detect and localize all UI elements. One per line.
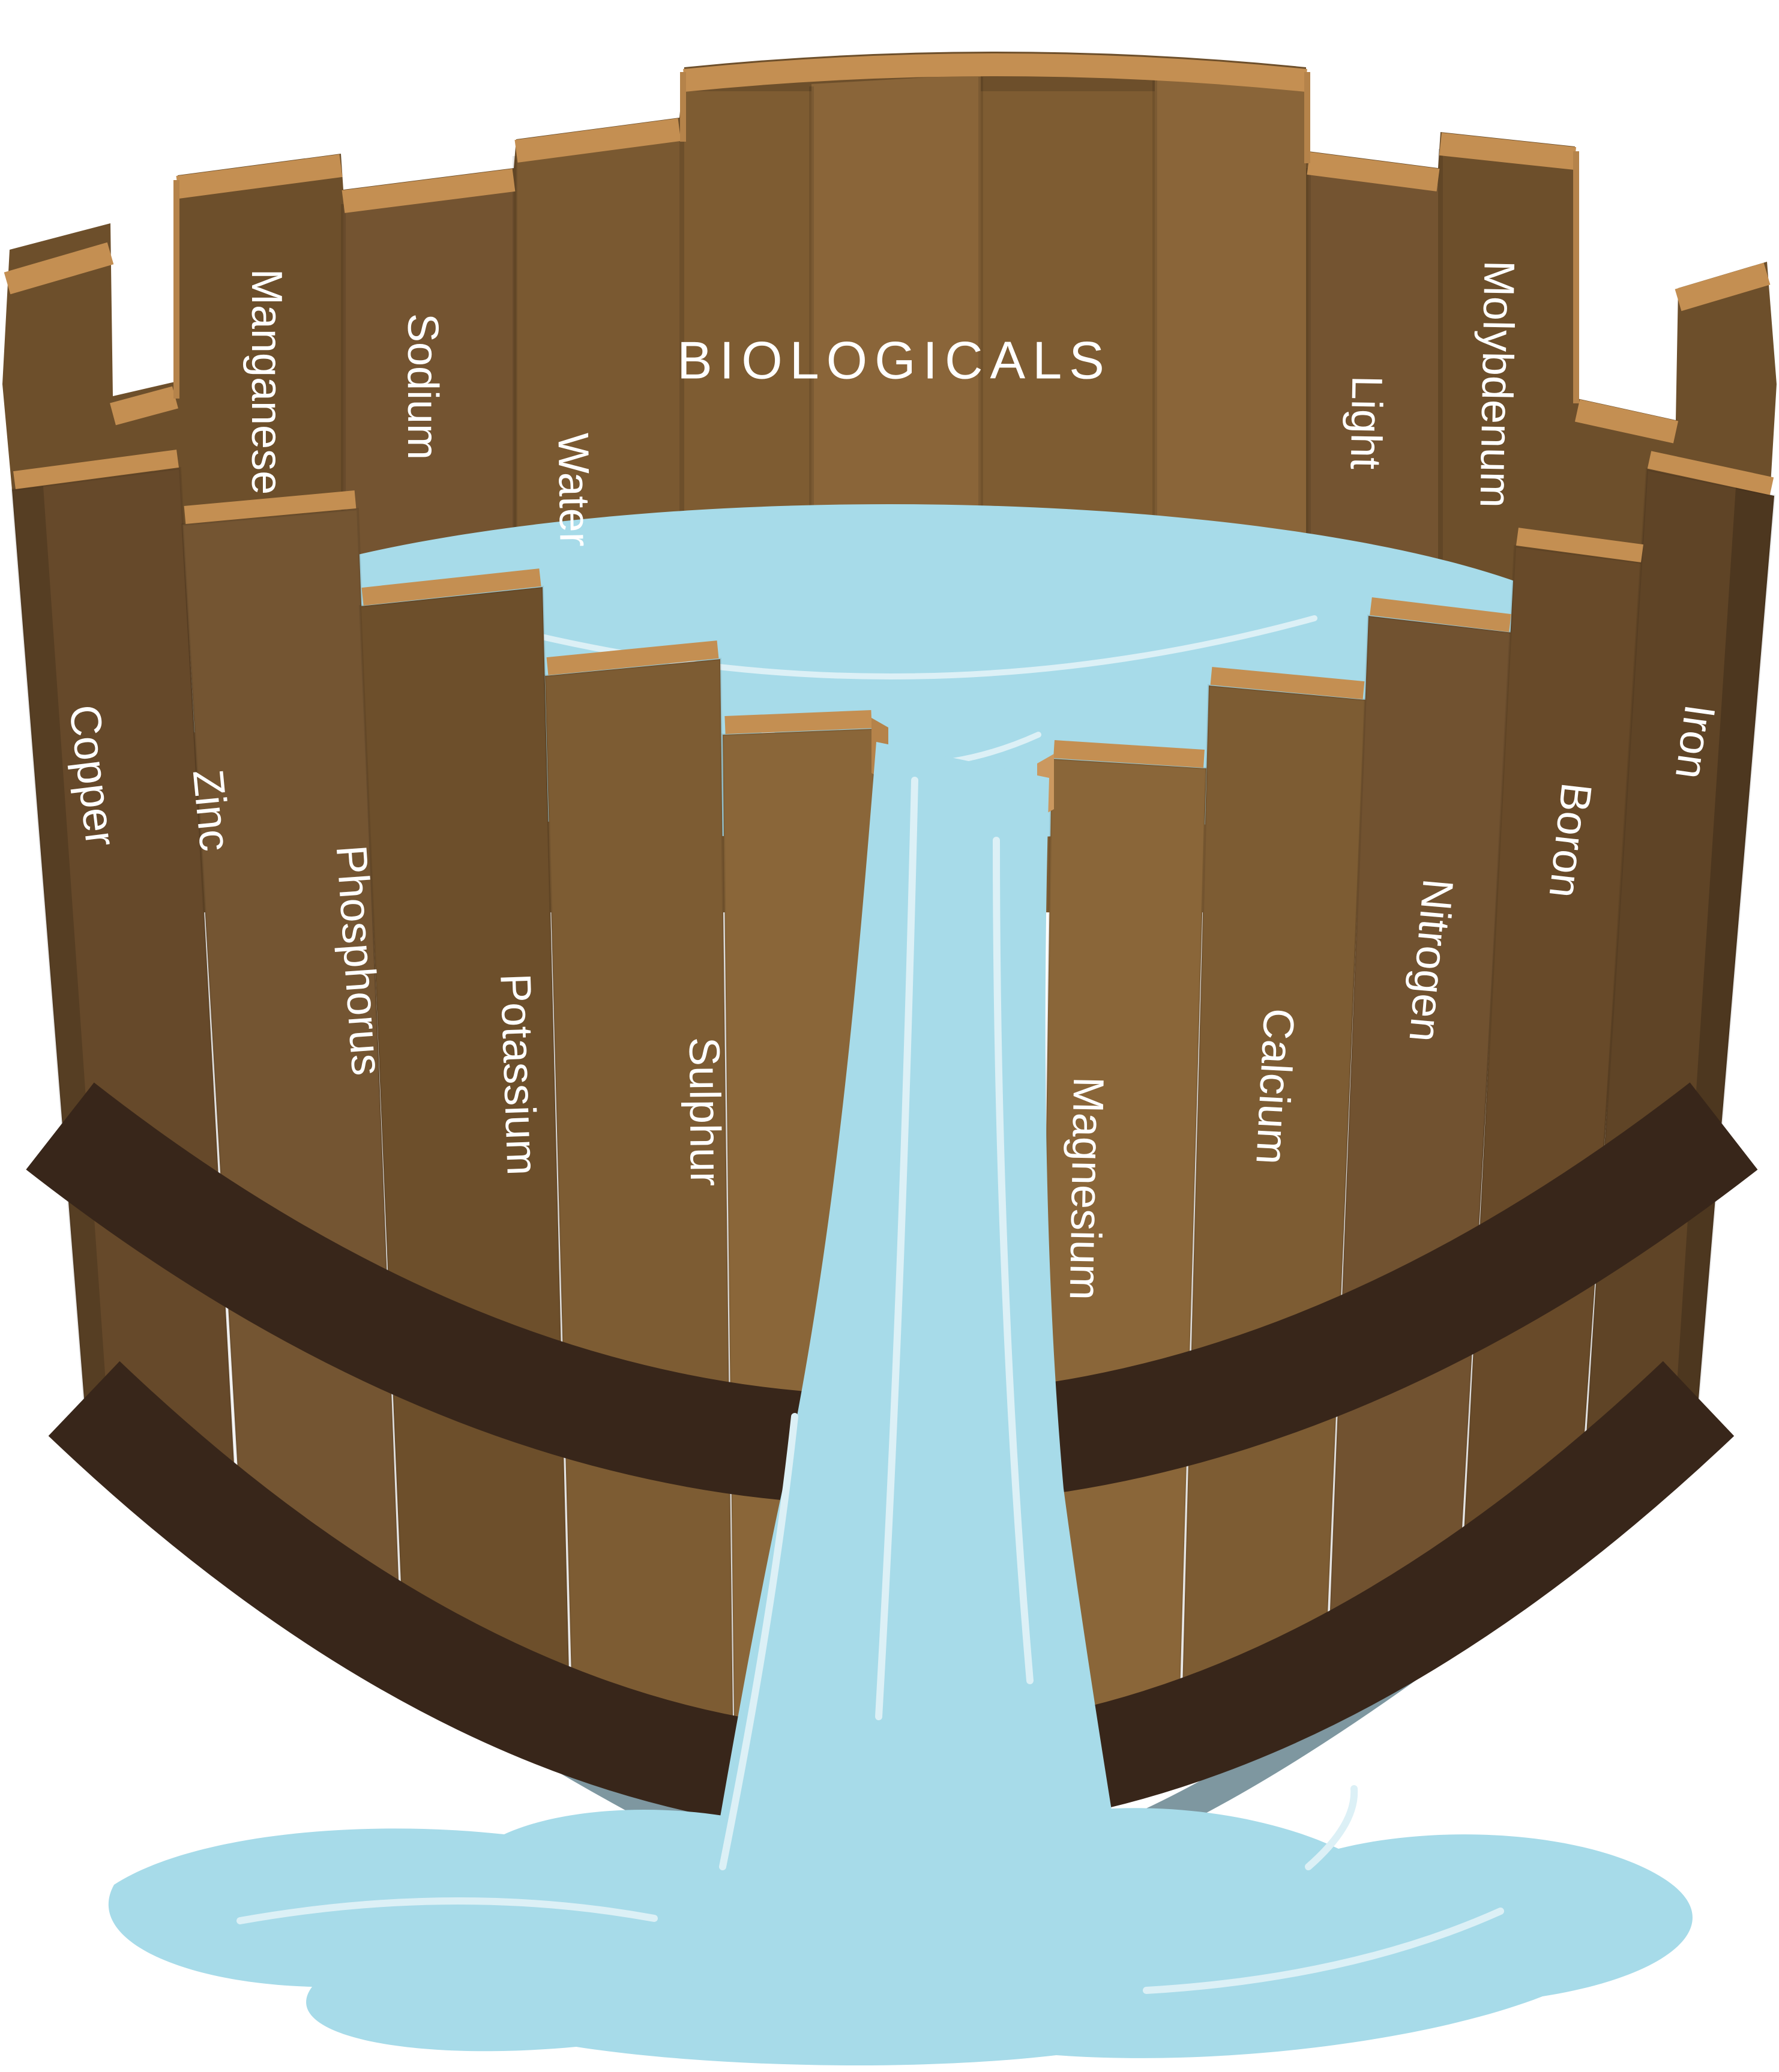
front-stave-top-bevels (13, 450, 1774, 768)
label-magnesium: Magnesium (1061, 1076, 1112, 1301)
back-stave-top-bevels (4, 53, 1771, 444)
label-molybdenum: Molybdenum (1470, 260, 1523, 508)
stave-labels: Manganese Sodium Water BIOLOGICALS Light… (60, 260, 1724, 1301)
label-biologicals: BIOLOGICALS (677, 331, 1112, 390)
label-sodium: Sodium (399, 313, 447, 460)
label-potassium: Potassium (491, 973, 546, 1176)
label-calcium: Calcium (1247, 1007, 1303, 1166)
label-manganese: Manganese (242, 269, 290, 495)
label-water: Water (549, 433, 598, 547)
label-iron: Iron (1666, 702, 1724, 782)
label-zinc: Zinc (184, 767, 239, 853)
water-flow-highlights (236, 777, 1504, 1994)
label-light: Light (1341, 375, 1391, 470)
label-sulphur: Sulphur (680, 1037, 729, 1187)
back-stave-step-edges (173, 72, 1579, 403)
stave-potassium (543, 657, 735, 1770)
